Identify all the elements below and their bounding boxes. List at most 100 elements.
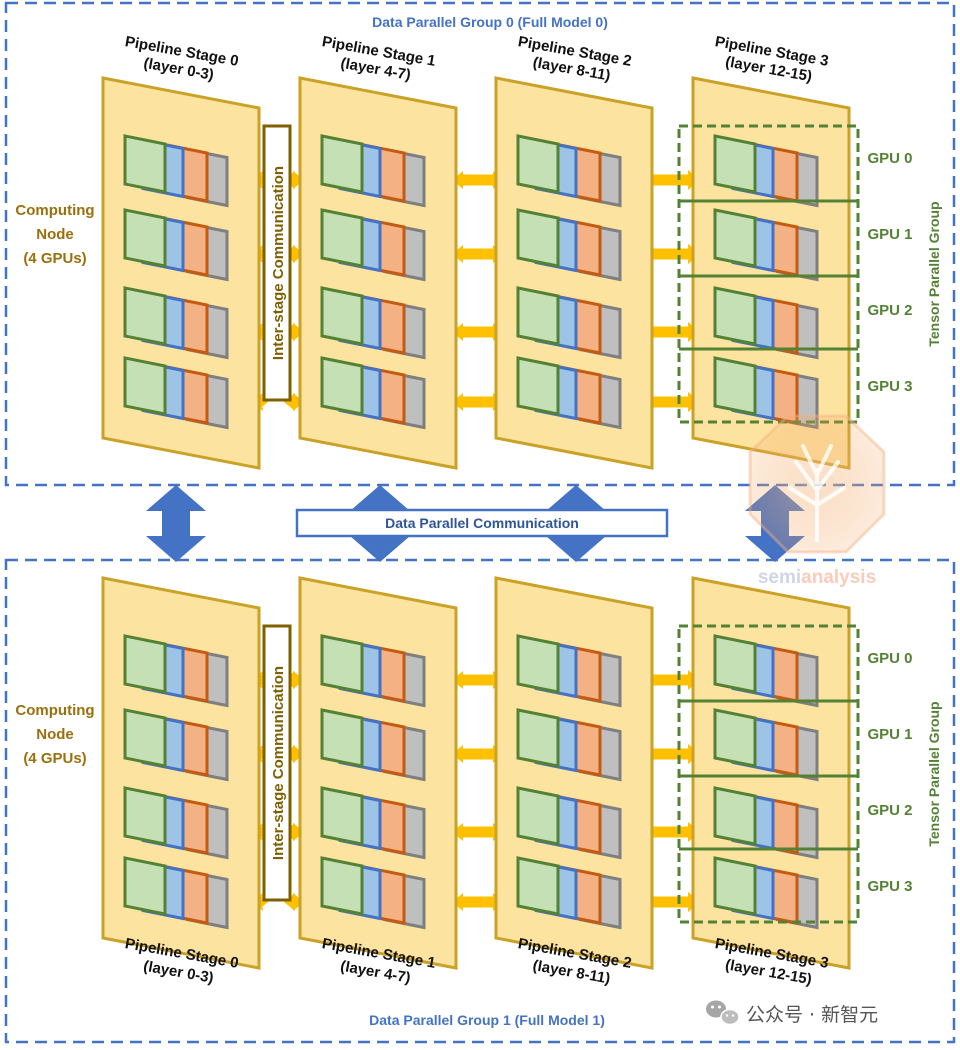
gpu-card-green-stage1-row1 [320,708,364,768]
gpu-label-3: GPU 3 [867,378,912,395]
pipeline-stage-3-panel [691,576,851,970]
gpu-card-green-stage0-row3 [123,856,167,916]
tensor-parallel-group: GPU 0 GPU 1 GPU 2 GPU 3 Tensor Parallel Grou… [677,124,942,424]
interstage-stage1-arrow-3 [284,393,304,411]
computing-node-label-line-2: Node [36,726,74,743]
pipeline-stage-0-panel [101,76,261,470]
data-parallel-group-1-title: Data Parallel Group 1 (Full Model 1) [369,1012,605,1028]
pipeline-stage-1-panel [298,576,458,970]
inter-stage-communication: Inter-stage Communication [262,624,292,902]
pipeline-stage-2-panel [494,576,654,970]
tensor-parallel-box [677,124,860,424]
stage2-stage3-arrow-1 [648,744,700,764]
gpu-card-green-stage0-row0 [123,634,167,694]
gpu-card-green-stage0-row2 [123,286,167,346]
inter-stage-communication-label: Inter-stage Communication [270,166,287,360]
stage2-stage3-arrow-2 [648,322,700,342]
gpu-card-green-stage2-row0 [516,134,560,194]
data-parallel-arrow-0 [146,485,206,562]
gpu-card-green-stage2-row2 [516,786,560,846]
inter-stage-communication: Inter-stage Communication [262,124,292,402]
stage2-stage3-arrow-0 [648,170,700,190]
computing-node-label-line-1: Computing [15,202,94,219]
wechat-icon [706,1000,740,1026]
stage1-stage2-arrow-3 [452,393,504,411]
gpu-card-green-stage3-row1 [713,708,757,768]
stage1-stage2-arrow-0 [452,171,504,189]
gpu-card-green-stage3-row0 [713,634,757,694]
gpu-label-1: GPU 1 [867,726,912,743]
data-parallel-communication-bar [295,508,669,538]
pipeline-stage-2-panel [494,76,654,470]
gpu-card-green-stage3-row0 [713,134,757,194]
gpu-card-green-stage1-row2 [320,286,364,346]
gpu-card-green-stage3-row3 [713,356,757,416]
tensor-parallel-box [677,624,860,924]
pipeline-stage-1-panel [298,76,458,470]
data-parallel-group-1-border [4,558,956,1044]
gpu-card-green-stage1-row0 [320,634,364,694]
gpu-card-green-stage2-row2 [516,286,560,346]
computing-node-label-line-1: Computing [15,702,94,719]
stage1-stage2-arrow-3 [452,893,504,911]
gpu-card-green-stage0-row2 [123,786,167,846]
data-parallel-communication: Data Parallel Communication [146,485,805,562]
computing-node-label-line-3: (4 GPUs) [23,750,86,767]
computing-node-label-line-3: (4 GPUs) [23,250,86,267]
gpu-card-green-stage0-row1 [123,708,167,768]
pipeline-stage-0-panel [101,576,261,970]
stage1-stage2-arrow-2 [452,323,504,341]
gpu-card-green-stage0-row0 [123,134,167,194]
wechat-credit-text: 公众号 · 新智元 [746,1004,878,1026]
stage2-stage3-arrow-3 [648,392,700,412]
gpu-card-green-stage1-row1 [320,208,364,268]
gpu-card-green-stage0-row1 [123,208,167,268]
tensor-parallel-group-label: Tensor Parallel Group [926,201,942,346]
semianalysis-watermark: semianalysis [748,414,886,588]
stage2-stage3-arrow-3 [648,892,700,912]
interstage-stage1-arrow-0 [284,171,304,189]
interstage-stage1-arrow-1 [284,245,304,263]
gpu-card-green-stage2-row0 [516,634,560,694]
gpu-card-green-stage1-row0 [320,134,364,194]
gpu-card-green-stage3-row2 [713,286,757,346]
stage2-stage3-arrow-1 [648,244,700,264]
data-parallel-group-0-title: Data Parallel Group 0 (Full Model 0) [372,14,608,30]
inter-stage-communication-bar [262,624,292,902]
gpu-card-green-stage1-row3 [320,856,364,916]
data-parallel-group-1: Pipeline Stage 0(layer 0-3)Pipeline Stag… [15,576,942,988]
stage1-stage2-arrow-2 [452,823,504,841]
gpu-label-2: GPU 2 [867,302,912,319]
gpu-card-green-stage2-row3 [516,356,560,416]
gpu-card-green-stage1-row2 [320,786,364,846]
gpu-label-1: GPU 1 [867,226,912,243]
wechat-credit: 公众号 · 新智元 [706,1000,878,1026]
interstage-stage1-arrow-1 [284,745,304,763]
gpu-card-green-stage3-row2 [713,786,757,846]
gpu-card-green-stage2-row1 [516,208,560,268]
gpu-card-green-stage2-row3 [516,856,560,916]
interstage-stage1-arrow-2 [284,323,304,341]
inter-stage-communication-bar [262,124,292,402]
data-parallel-group-0: Pipeline Stage 0(layer 0-3)Pipeline Stag… [15,33,942,470]
gpu-card-green-stage3-row3 [713,856,757,916]
pipeline-stage-3-panel [691,76,851,470]
watermark-text: semianalysis [758,567,876,588]
stage2-stage3-arrow-0 [648,670,700,690]
gpu-card-green-stage1-row3 [320,356,364,416]
interstage-stage1-arrow-2 [284,823,304,841]
gpu-card-green-stage2-row1 [516,708,560,768]
inter-stage-communication-label: Inter-stage Communication [270,666,287,860]
stage1-stage2-arrow-0 [452,671,504,689]
gpu-label-0: GPU 0 [867,150,912,167]
tensor-parallel-group-label: Tensor Parallel Group [926,701,942,846]
interstage-stage1-arrow-3 [284,893,304,911]
gpu-label-3: GPU 3 [867,878,912,895]
gpu-card-green-stage0-row3 [123,356,167,416]
data-parallel-group-0-border [4,1,956,487]
stage2-stage3-arrow-2 [648,822,700,842]
gpu-label-2: GPU 2 [867,802,912,819]
data-parallel-communication-label: Data Parallel Communication [385,515,579,531]
